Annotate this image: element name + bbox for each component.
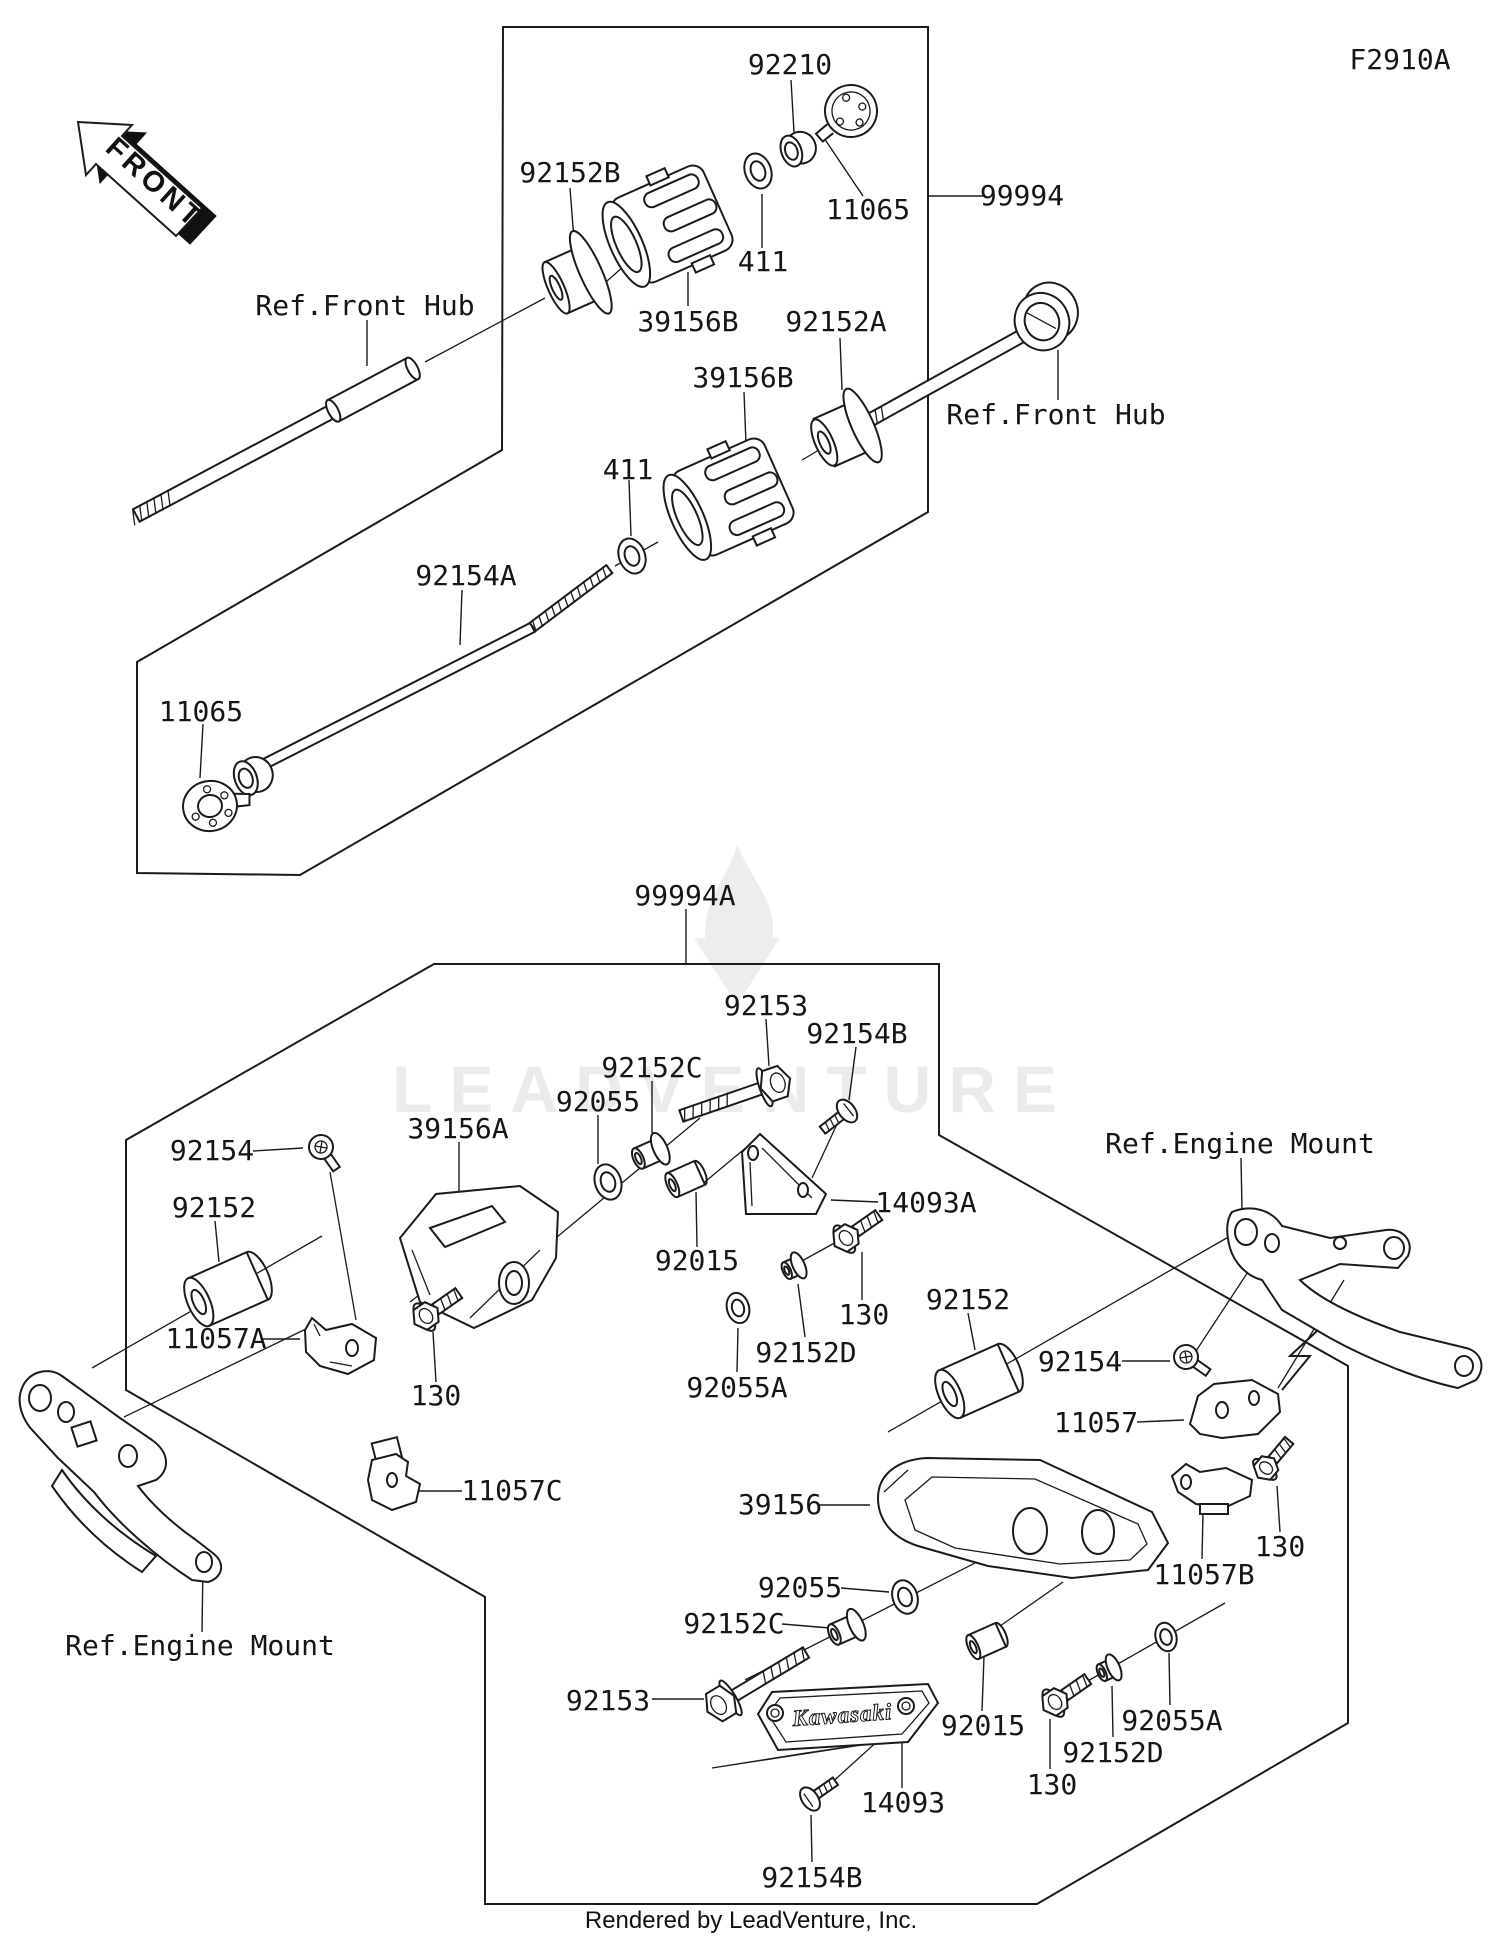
collar-92152-1	[177, 1246, 279, 1332]
collar-92152A	[800, 384, 889, 482]
washer-92055A-2	[1151, 1619, 1181, 1655]
spacer-92015-1	[661, 1157, 711, 1201]
label-11057: 11057	[1054, 1406, 1138, 1439]
label-92210: 92210	[748, 48, 832, 81]
label-39156: 39156	[738, 1488, 822, 1521]
label-92152B: 92152B	[519, 156, 620, 189]
collar-92152-2	[928, 1338, 1030, 1424]
nut-92210	[775, 126, 822, 171]
label-92154-1: 92154	[170, 1134, 254, 1167]
label-14093A: 14093A	[875, 1186, 976, 1219]
label-92154A: 92154A	[415, 559, 516, 592]
washer-92055-2	[887, 1575, 923, 1619]
front-axle-left	[125, 356, 422, 529]
lower-kit-outline	[126, 964, 1348, 1904]
front-direction-arrow: FRONT	[78, 122, 216, 244]
screw-92154-2	[1168, 1339, 1216, 1384]
bolt-130-3	[1245, 1430, 1302, 1488]
label-92055A-2: 92055A	[1121, 1704, 1222, 1737]
label-99994A: 99994A	[634, 879, 735, 912]
label-92152D-1: 92152D	[755, 1336, 856, 1369]
engine-mount-left	[20, 1371, 221, 1582]
label-92152A: 92152A	[785, 305, 886, 338]
label-11057B: 11057B	[1153, 1558, 1254, 1591]
label-11057C: 11057C	[461, 1474, 562, 1507]
label-92152-1: 92152	[172, 1191, 256, 1224]
label-130-2: 130	[839, 1298, 890, 1331]
label-ref-engine-mount-right: Ref.Engine Mount	[1105, 1127, 1375, 1160]
cover-14093-kawasaki-plate: Kawasaki	[712, 1684, 938, 1768]
label-411-1: 411	[738, 245, 789, 278]
lock-washer-11065-2	[179, 774, 255, 835]
watermark-text: LEADVENTURE	[392, 1052, 1074, 1126]
label-92055A-1: 92055A	[686, 1371, 787, 1404]
label-92015-2: 92015	[941, 1709, 1025, 1742]
bracket-14093A	[742, 1134, 826, 1214]
label-92055-1: 92055	[556, 1085, 640, 1118]
label-92154B-2: 92154B	[761, 1861, 862, 1894]
front-axle-right	[858, 274, 1089, 431]
diagram-code: F2910A	[1349, 43, 1450, 76]
part-labels: F2910A 92210 92152B 11065 411 99994 Ref.…	[65, 43, 1451, 1894]
screw-92154-1	[303, 1129, 348, 1177]
bracket-11057A	[305, 1318, 376, 1374]
spacer-92015-2	[962, 1619, 1012, 1663]
bracket-11057	[1190, 1380, 1280, 1438]
leadventure-watermark: LEADVENTURE	[392, 845, 1074, 1126]
label-92152C-1: 92152C	[601, 1051, 702, 1084]
label-130-3: 130	[1255, 1530, 1306, 1563]
bushing-92152C-1	[625, 1129, 675, 1178]
cap-11065-1	[807, 80, 881, 144]
label-92154-2: 92154	[1038, 1345, 1122, 1378]
screw-92154B-2	[794, 1769, 844, 1816]
front-label: FRONT	[99, 131, 209, 235]
label-39156B-1: 39156B	[637, 305, 738, 338]
collar-92152B	[530, 227, 619, 332]
bushing-92152C-2	[821, 1605, 871, 1654]
bracket-11057B	[1172, 1464, 1252, 1514]
label-92153-1: 92153	[724, 989, 808, 1022]
label-92152-2: 92152	[926, 1283, 1010, 1316]
washer-411-1	[738, 148, 778, 194]
label-92055-2: 92055	[758, 1571, 842, 1604]
label-92015-1: 92015	[655, 1244, 739, 1277]
footer-credit: Rendered by LeadVenture, Inc.	[585, 1907, 917, 1934]
washer-92152D-1	[776, 1249, 811, 1287]
label-11065-1: 11065	[826, 193, 910, 226]
washer-411-2	[612, 533, 652, 579]
engine-mount-right	[1227, 1208, 1481, 1390]
label-130-1: 130	[411, 1379, 462, 1412]
label-92153-2: 92153	[566, 1684, 650, 1717]
slider-39156B-2	[649, 426, 802, 575]
label-ref-front-hub-2: Ref.Front Hub	[946, 398, 1165, 431]
leader-lines-upper	[200, 80, 1058, 778]
upper-kit-outline	[137, 27, 928, 875]
label-99994: 99994	[980, 179, 1064, 212]
frame-slider-39156A	[400, 1186, 558, 1328]
label-ref-engine-mount-left: Ref.Engine Mount	[65, 1629, 335, 1662]
rod-92154A	[228, 564, 613, 800]
label-14093: 14093	[861, 1786, 945, 1819]
label-11057A: 11057A	[165, 1322, 266, 1355]
label-ref-front-hub-1: Ref.Front Hub	[255, 289, 474, 322]
label-92152C-2: 92152C	[683, 1607, 784, 1640]
washer-92152D-2	[1091, 1651, 1126, 1689]
label-39156B-2: 39156B	[692, 361, 793, 394]
washer-92055A-1	[722, 1289, 754, 1327]
label-411-2: 411	[603, 453, 654, 486]
label-92152D-2: 92152D	[1062, 1736, 1163, 1769]
label-92154B-1: 92154B	[806, 1017, 907, 1050]
frame-slider-39156	[878, 1458, 1168, 1578]
bolt-130-4	[1033, 1664, 1098, 1725]
bracket-11057C	[368, 1437, 420, 1510]
washer-92055-1	[589, 1159, 627, 1205]
label-11065-2: 11065	[159, 695, 243, 728]
label-39156A: 39156A	[407, 1112, 508, 1145]
label-130-4: 130	[1027, 1768, 1078, 1801]
hub-collar-ring	[1003, 274, 1089, 359]
